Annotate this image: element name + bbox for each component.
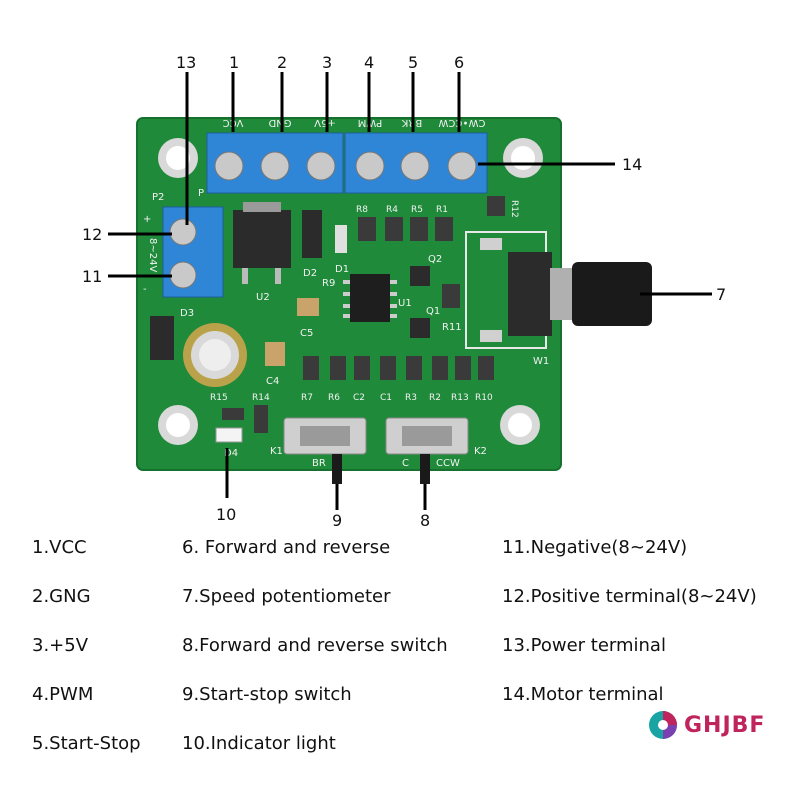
callout-1: 1 [229, 53, 239, 72]
pcb-label-ccw: CCW [436, 458, 460, 469]
pcb-label-r5: R5 [411, 205, 423, 215]
pcb-label-p1: P [198, 188, 204, 199]
legend-item-12: 12.Positive terminal(8~24V) [502, 586, 757, 607]
legend-item-8: 8.Forward and reverse switch [182, 635, 448, 656]
pcb-label-r12: R12 [509, 200, 519, 218]
pcb-label-c5: C5 [300, 328, 313, 339]
terminal-label-gnd: GND [268, 117, 291, 128]
callout-11: 11 [82, 267, 102, 286]
callout-numbers: 13 1 2 3 4 5 6 14 12 11 7 10 9 8 [82, 53, 726, 530]
pcb-label-d3: D3 [180, 308, 194, 319]
electrolytic-capacitor [183, 323, 247, 387]
pcb-label-u1: U1 [398, 298, 412, 309]
pcb-label-r15: R15 [210, 393, 228, 403]
callout-9: 9 [332, 511, 342, 530]
pcb-diagram: VCC GND +5V PWM BRK CW∙CCW P2 P + - 8~24… [82, 53, 726, 530]
pcb-label-d4: D4 [224, 448, 238, 459]
callout-10: 10 [216, 505, 236, 524]
terminal-label-5v: +5V [314, 117, 336, 128]
pcb-label-d1: D1 [335, 264, 349, 275]
legend-item-11: 11.Negative(8~24V) [502, 537, 688, 558]
pcb-label-k2: K2 [474, 446, 487, 457]
resistor-row-top [358, 196, 505, 241]
forward-reverse-switch [385, 417, 469, 484]
callout-2: 2 [277, 53, 287, 72]
legend-item-6: 6. Forward and reverse [182, 537, 391, 558]
ic-u1 [343, 274, 397, 322]
pcb-label-r4: R4 [386, 205, 398, 215]
callout-7: 7 [716, 285, 726, 304]
pcb-label-plus: + [143, 214, 151, 225]
pcb-label-r2: R2 [429, 393, 441, 403]
terminal-block-motor [344, 132, 488, 194]
pcb-label-r6: R6 [328, 393, 340, 403]
callout-13: 13 [176, 53, 196, 72]
pcb-label-r1: R1 [436, 205, 448, 215]
legend-item-9: 9.Start-stop switch [182, 684, 352, 705]
transistor-q1 [410, 318, 430, 338]
capacitor-c5 [297, 298, 319, 316]
pcb-label-r10: R10 [475, 393, 493, 403]
pcb-label-k1: K1 [270, 446, 283, 457]
callout-3: 3 [322, 53, 332, 72]
pcb-label-power-input: 8~24V [147, 238, 158, 272]
pcb-label-w1: W1 [533, 356, 549, 367]
callout-8: 8 [420, 511, 430, 530]
pcb-label-r9: R9 [322, 278, 335, 289]
callout-12: 12 [82, 225, 102, 244]
terminal-block-power [206, 132, 344, 194]
pcb-label-u2: U2 [256, 292, 270, 303]
resistor-r15 [222, 408, 244, 420]
brand-logo-icon [649, 711, 677, 739]
legend-item-2: 2.GNG [32, 586, 91, 607]
callout-4: 4 [364, 53, 374, 72]
start-stop-switch [283, 417, 367, 484]
indicator-led-d4 [215, 427, 243, 443]
brand-name: GHJBF [684, 712, 766, 738]
pcb-label-r14: R14 [252, 393, 270, 403]
pcb-label-p2: P2 [152, 192, 164, 203]
callout-5: 5 [408, 53, 418, 72]
pcb-label-c2: C2 [353, 393, 365, 403]
pcb-label-r7: R7 [301, 393, 313, 403]
resistor-row-bottom [303, 356, 494, 380]
pcb-label-r11: R11 [442, 322, 462, 333]
pcb-label-r8: R8 [356, 205, 368, 215]
pcb-label-q2: Q2 [428, 254, 442, 265]
legend-item-13: 13.Power terminal [502, 635, 666, 656]
pcb-label-br: BR [312, 458, 326, 469]
diode-d2 [302, 210, 322, 258]
resistor-r14 [254, 405, 268, 433]
diode-d3 [150, 316, 174, 360]
callout-6: 6 [454, 53, 464, 72]
callout-14: 14 [622, 155, 642, 174]
legend-item-5: 5.Start-Stop [32, 733, 141, 754]
transistor-q2 [410, 266, 430, 286]
speed-potentiometer [465, 231, 652, 349]
legend-item-14: 14.Motor terminal [502, 684, 664, 705]
legend-item-10: 10.Indicator light [182, 733, 336, 754]
legend-item-7: 7.Speed potentiometer [182, 586, 391, 607]
pcb-label-d2: D2 [303, 268, 317, 279]
legend-item-4: 4.PWM [32, 684, 94, 705]
pcb-label-r13: R13 [451, 393, 469, 403]
pcb-label-c1: C1 [380, 393, 392, 403]
brand-logo: GHJBF [648, 705, 798, 745]
pcb-label-c4: C4 [266, 376, 279, 387]
pcb-label-c: C [402, 458, 409, 469]
diode-d1 [335, 225, 347, 253]
regulator-u2 [233, 202, 291, 284]
pcb-label-r3: R3 [405, 393, 417, 403]
bottom-ref-labels: R7 R6 C2 C1 R3 R2 R13 R10 [301, 393, 493, 403]
pcb-label-minus: - [143, 284, 147, 295]
terminal-label-cwccw: CW∙CCW [438, 117, 485, 128]
legend-item-3: 3.+5V [32, 635, 89, 656]
resistor-r11 [442, 284, 460, 308]
terminal-block-input [162, 206, 224, 298]
capacitor-c4 [265, 342, 285, 366]
callout-lines [108, 72, 712, 510]
pcb-label-q1: Q1 [426, 306, 440, 317]
legend-item-1: 1.VCC [32, 537, 87, 558]
